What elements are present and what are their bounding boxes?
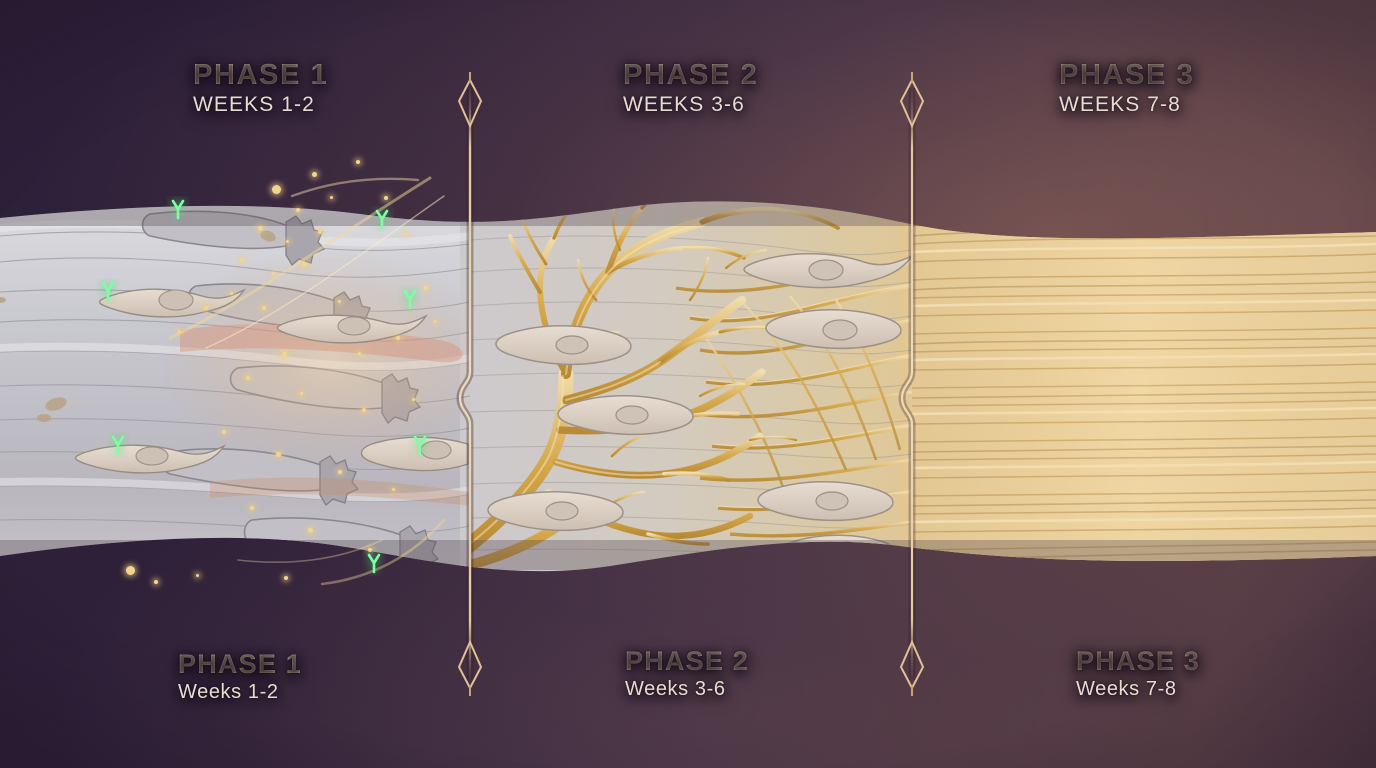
spark xyxy=(272,272,275,275)
spark xyxy=(308,528,313,533)
spark xyxy=(272,185,281,194)
phase-3-top-label: PHASE 3 WEEKS 7-8 xyxy=(1059,60,1194,117)
spark xyxy=(230,292,233,295)
y-receptor-icon xyxy=(166,196,188,220)
y-receptor-icon xyxy=(106,432,128,456)
spark xyxy=(178,330,181,333)
spark xyxy=(392,488,395,491)
phase-2-bottom-title: PHASE 2 xyxy=(625,646,749,676)
spark xyxy=(330,196,333,199)
spark xyxy=(282,352,287,357)
phase-2-top-label: PHASE 2 WEEKS 3-6 xyxy=(623,60,758,117)
phase-2-top-subtitle: WEEKS 3-6 xyxy=(623,93,745,117)
phase-1-bottom-label: PHASE 1 Weeks 1-2 xyxy=(178,650,302,704)
spark xyxy=(222,430,226,434)
phase-1-top-label: PHASE 1 WEEKS 1-2 xyxy=(193,60,328,117)
phase-2-bottom-label: PHASE 2 Weeks 3-6 xyxy=(625,647,749,701)
phase-3-bottom-subtitle: Weeks 7-8 xyxy=(1076,678,1177,701)
spark xyxy=(318,230,322,234)
spark xyxy=(300,392,303,395)
y-receptor-icon xyxy=(408,432,430,456)
phase-1-top-subtitle: WEEKS 1-2 xyxy=(193,93,315,117)
spark xyxy=(284,576,288,580)
phase-1-bottom-title: PHASE 1 xyxy=(178,649,302,679)
phase-1-top-title: PHASE 1 xyxy=(193,59,329,91)
phase-3-top-subtitle: WEEKS 7-8 xyxy=(1059,93,1181,117)
spark xyxy=(338,470,342,474)
spark xyxy=(338,300,341,303)
y-receptor-icon xyxy=(370,206,392,230)
spark xyxy=(126,566,135,575)
spark xyxy=(368,548,372,552)
phase-1-bottom-subtitle: Weeks 1-2 xyxy=(178,681,279,704)
spark xyxy=(154,580,158,584)
spark xyxy=(196,574,199,577)
phase-3-bottom-title: PHASE 3 xyxy=(1076,646,1200,676)
spark xyxy=(312,172,317,177)
spark xyxy=(302,262,307,267)
spark xyxy=(250,506,254,510)
spark xyxy=(362,408,366,412)
y-receptor-icon xyxy=(362,550,384,574)
spark xyxy=(286,240,289,243)
phase-3-top-title: PHASE 3 xyxy=(1059,59,1195,91)
spark xyxy=(246,376,250,380)
spark xyxy=(434,320,437,323)
spark xyxy=(204,306,208,310)
phase-2-top-title: PHASE 2 xyxy=(623,59,759,91)
spark xyxy=(356,160,360,164)
y-receptor-icon xyxy=(96,278,118,302)
spark xyxy=(262,306,266,310)
phase-divider-2[interactable] xyxy=(892,0,932,768)
spark xyxy=(404,232,407,235)
spark xyxy=(396,336,400,340)
spark xyxy=(384,196,388,200)
phase-2-bottom-subtitle: Weeks 3-6 xyxy=(625,678,726,701)
spark xyxy=(276,452,281,457)
spark xyxy=(296,208,300,212)
spark xyxy=(358,352,361,355)
phase-3-bottom-label: PHASE 3 Weeks 7-8 xyxy=(1076,647,1200,701)
spark xyxy=(258,226,263,231)
spark xyxy=(424,286,428,290)
phase-divider-1[interactable] xyxy=(450,0,490,768)
spark xyxy=(240,258,244,262)
y-receptor-icon xyxy=(398,286,420,310)
spark xyxy=(412,398,415,401)
